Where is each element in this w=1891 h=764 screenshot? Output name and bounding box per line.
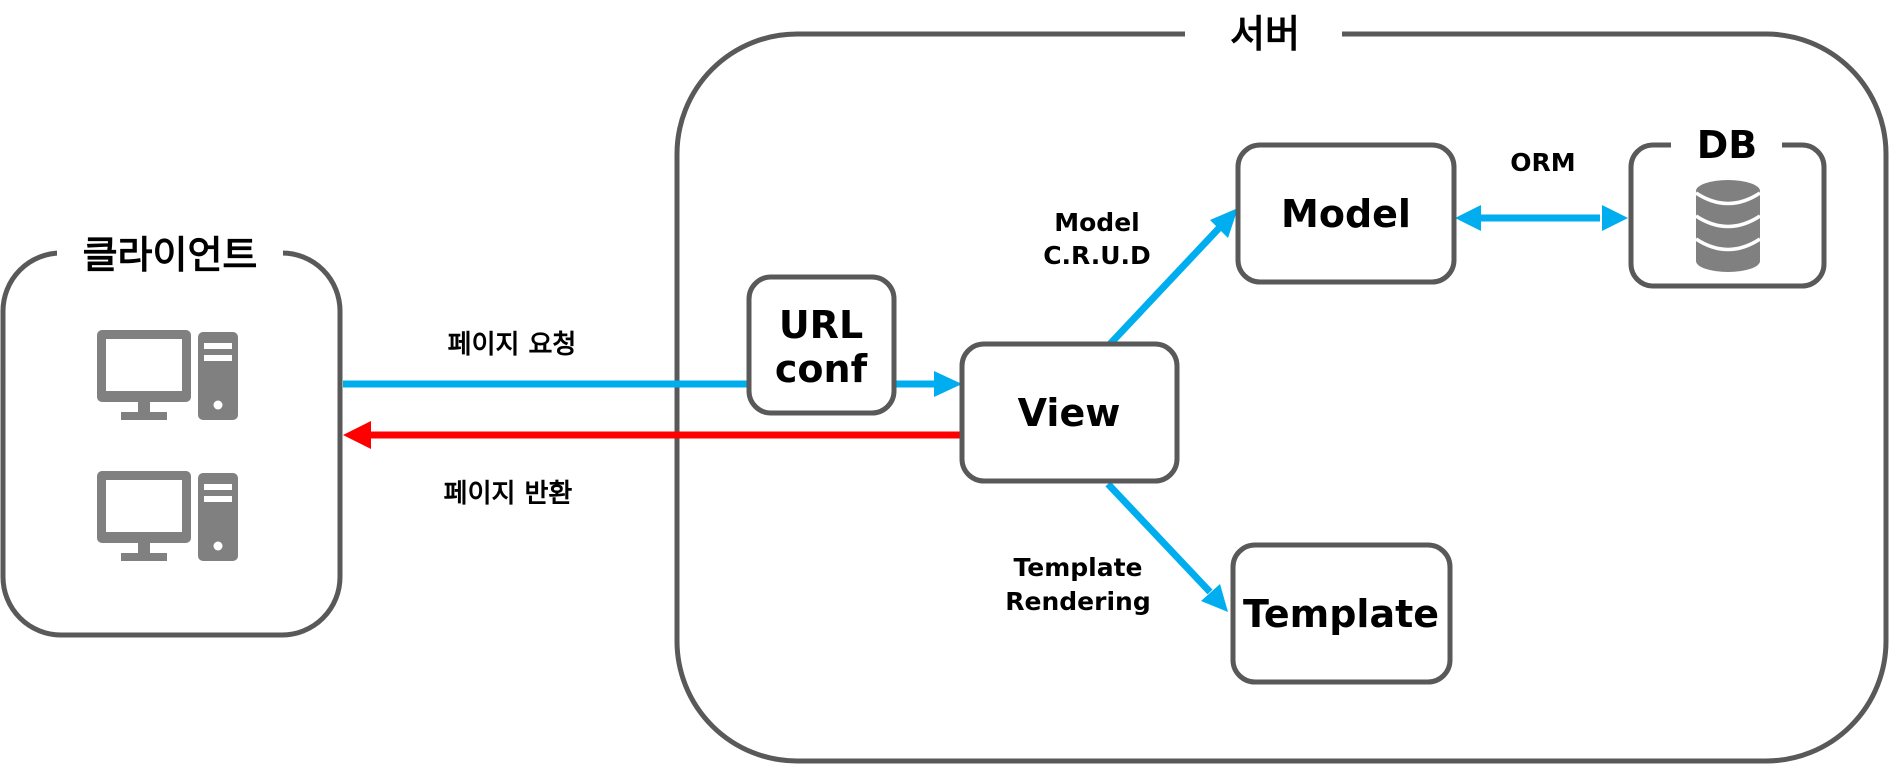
server-title: 서버 (1230, 12, 1300, 56)
model-node: Model (1235, 142, 1457, 285)
db-title-gap (1671, 124, 1782, 164)
url-conf-label-line1: URL (779, 303, 863, 347)
page-return-arrow (343, 421, 963, 449)
page-request-arrow (343, 371, 962, 397)
view-box (959, 341, 1180, 484)
page-request-label: 페이지 요청 (448, 330, 577, 360)
client-title: 클라이언트 (83, 233, 258, 277)
model-box (1235, 142, 1457, 285)
client-frame (0, 250, 343, 638)
database-icon (1695, 180, 1761, 272)
template-rendering-label-line2: Rendering (1005, 587, 1150, 616)
page-return-label: 페이지 반환 (444, 479, 573, 509)
db-title: DB (1697, 123, 1758, 167)
desktop-computer-icon (97, 471, 238, 561)
model-crud-label-line2: C.R.U.D (1043, 241, 1151, 270)
template-node: Template (1230, 542, 1453, 685)
client-group: 클라이언트 (0, 232, 343, 638)
view-label: View (1018, 391, 1121, 435)
template-rendering-label-line1: Template (1014, 553, 1143, 582)
orm-arrow (1455, 205, 1628, 231)
orm-label: ORM (1510, 148, 1575, 177)
client-title-gap (57, 232, 283, 272)
url-conf-label-line2: conf (775, 347, 868, 391)
model-crud-arrow (1107, 208, 1238, 347)
db-node: DB (1628, 123, 1827, 289)
server-title-gap (1185, 14, 1342, 54)
url-conf-box (746, 274, 897, 416)
view-node: View (959, 341, 1180, 484)
url-conf-node: URL conf (746, 274, 897, 416)
model-crud-label-line1: Model (1054, 208, 1139, 237)
model-label: Model (1281, 192, 1411, 236)
template-label: Template (1243, 592, 1439, 636)
template-box (1230, 542, 1453, 685)
desktop-computer-icon (97, 330, 238, 420)
template-rendering-arrow (1105, 481, 1228, 612)
